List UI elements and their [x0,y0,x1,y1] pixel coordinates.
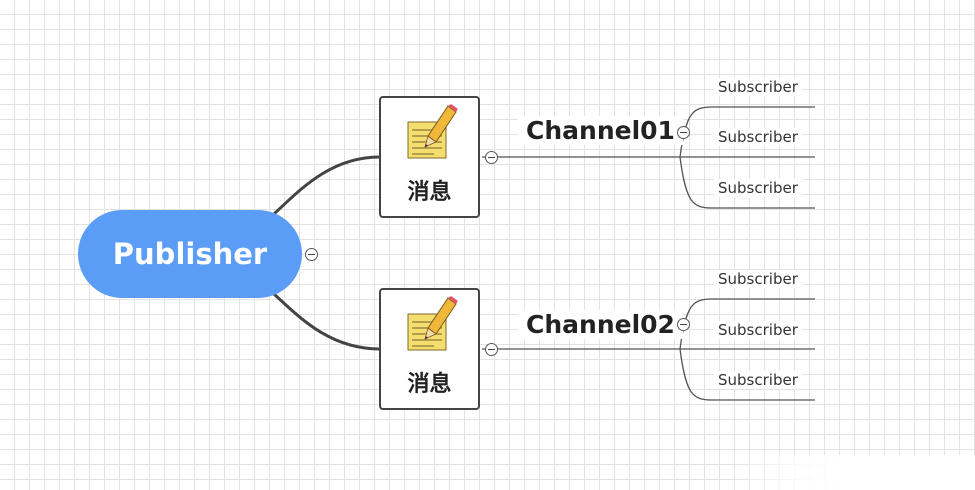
publisher-label: Publisher [112,237,268,271]
subscriber-label[interactable]: Subscriber [714,78,802,96]
subscriber-label[interactable]: Subscriber [714,371,802,389]
note-pencil-icon [407,296,458,351]
connector-publisher-to-message-2 [272,292,382,351]
message-label: 消息 [407,180,452,205]
connector-publisher-to-message-1 [272,155,382,216]
collapse-minus-icon[interactable] [305,248,318,261]
channel-label-1[interactable]: Channel01 [518,116,683,145]
collapse-minus-icon[interactable] [677,318,690,331]
collapse-minus-icon[interactable] [677,126,690,139]
message-node-1[interactable]: 消息 [379,96,480,218]
subscriber-label[interactable]: Subscriber [714,270,802,288]
connector-channel-2-to-subscriber-3 [679,348,815,401]
subscriber-label[interactable]: Subscriber [714,179,802,197]
message-node-2[interactable]: 消息 [379,288,480,410]
collapse-minus-icon[interactable] [485,343,498,356]
watermark-fade [730,455,975,490]
subscriber-label[interactable]: Subscriber [714,128,802,146]
collapse-minus-icon[interactable] [485,151,498,164]
note-pencil-icon [407,104,458,159]
publisher-node[interactable]: Publisher [78,210,302,298]
connector-channel-1-to-subscriber-3 [679,156,815,209]
message-label: 消息 [407,372,452,397]
subscriber-label[interactable]: Subscriber [714,321,802,339]
channel-label-2[interactable]: Channel02 [518,310,683,339]
